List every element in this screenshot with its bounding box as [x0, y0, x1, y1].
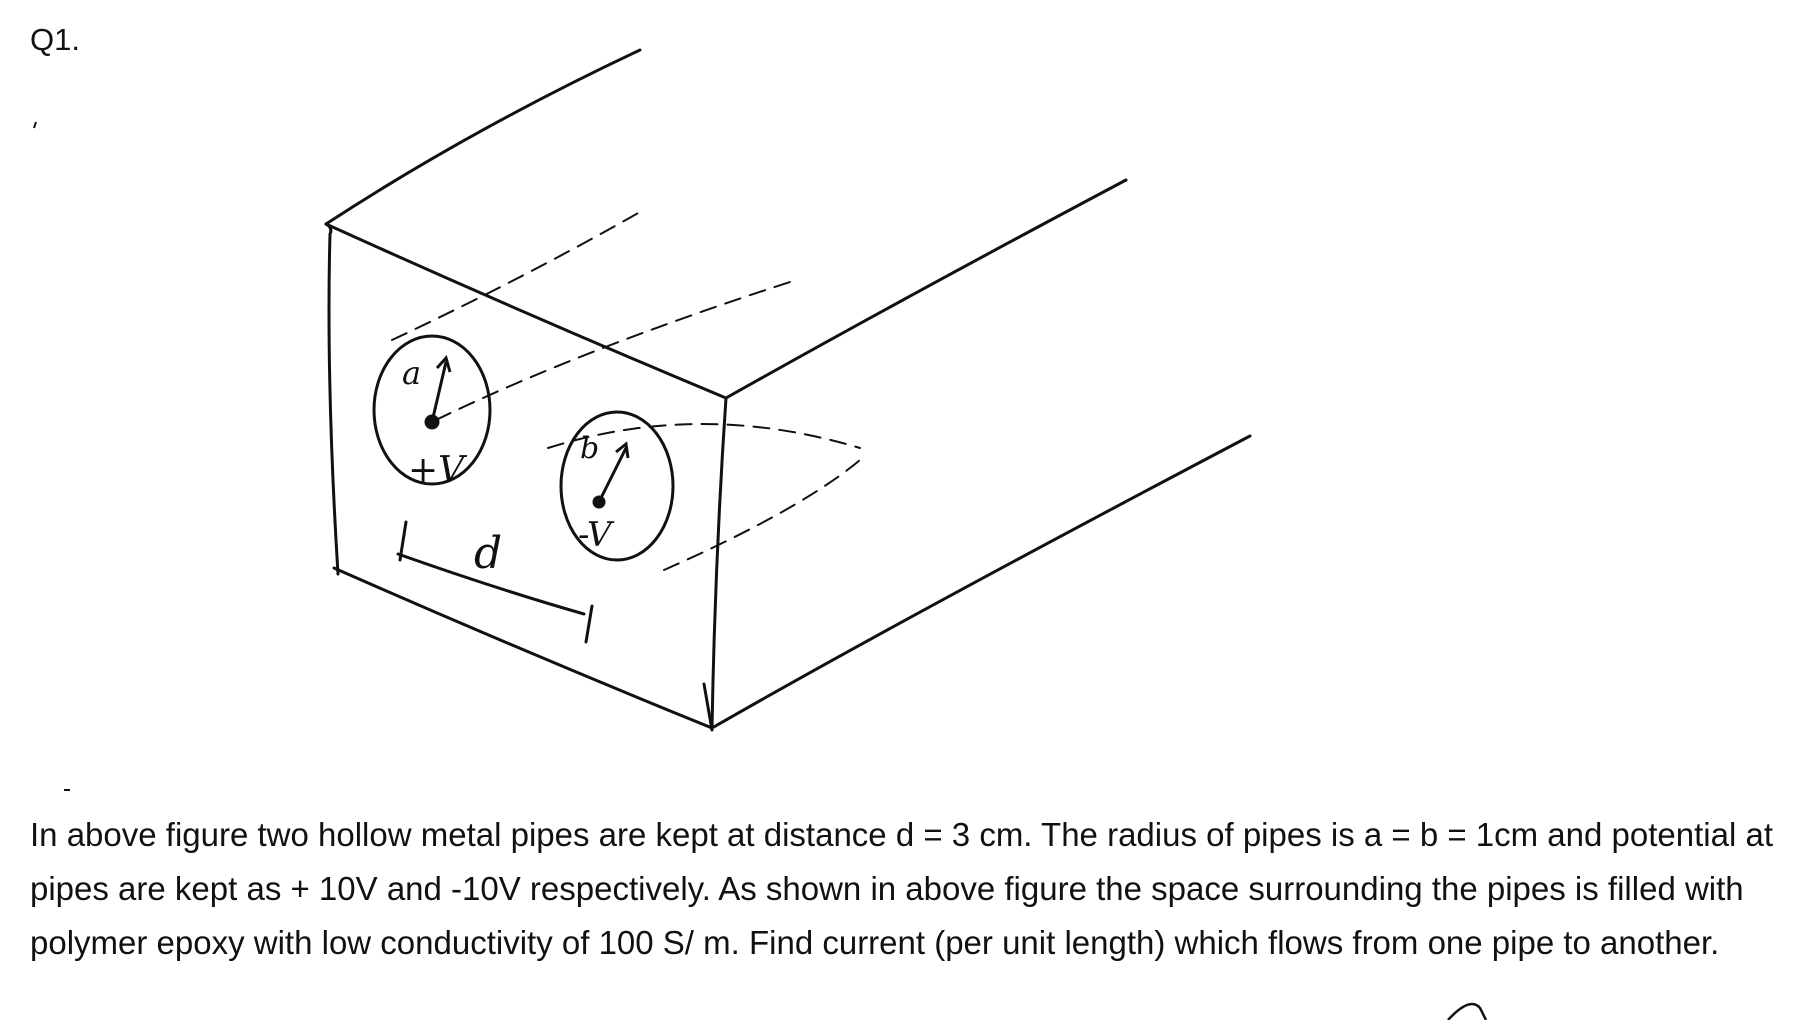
label-radius-b: b — [580, 431, 599, 466]
pipe-left — [372, 334, 492, 486]
hidden-lines — [391, 211, 861, 571]
pipe-right — [559, 410, 675, 562]
slab-front-face — [324, 222, 728, 732]
distance-dimension — [396, 520, 594, 644]
label-radius-a: a — [402, 354, 421, 392]
label-distance: d — [474, 528, 502, 579]
label-potential-left: +V — [408, 450, 468, 491]
stray-curl — [1447, 1002, 1488, 1020]
slab-edges — [324, 48, 1252, 730]
radius-b-arrow — [597, 447, 628, 503]
stray-mark — [33, 121, 37, 129]
radius-a-arrow — [430, 361, 448, 423]
question-label: Q1. — [30, 22, 80, 57]
problem-statement: In above figure two hollow metal pipes a… — [30, 816, 1773, 961]
label-potential-right: -V — [578, 515, 615, 555]
